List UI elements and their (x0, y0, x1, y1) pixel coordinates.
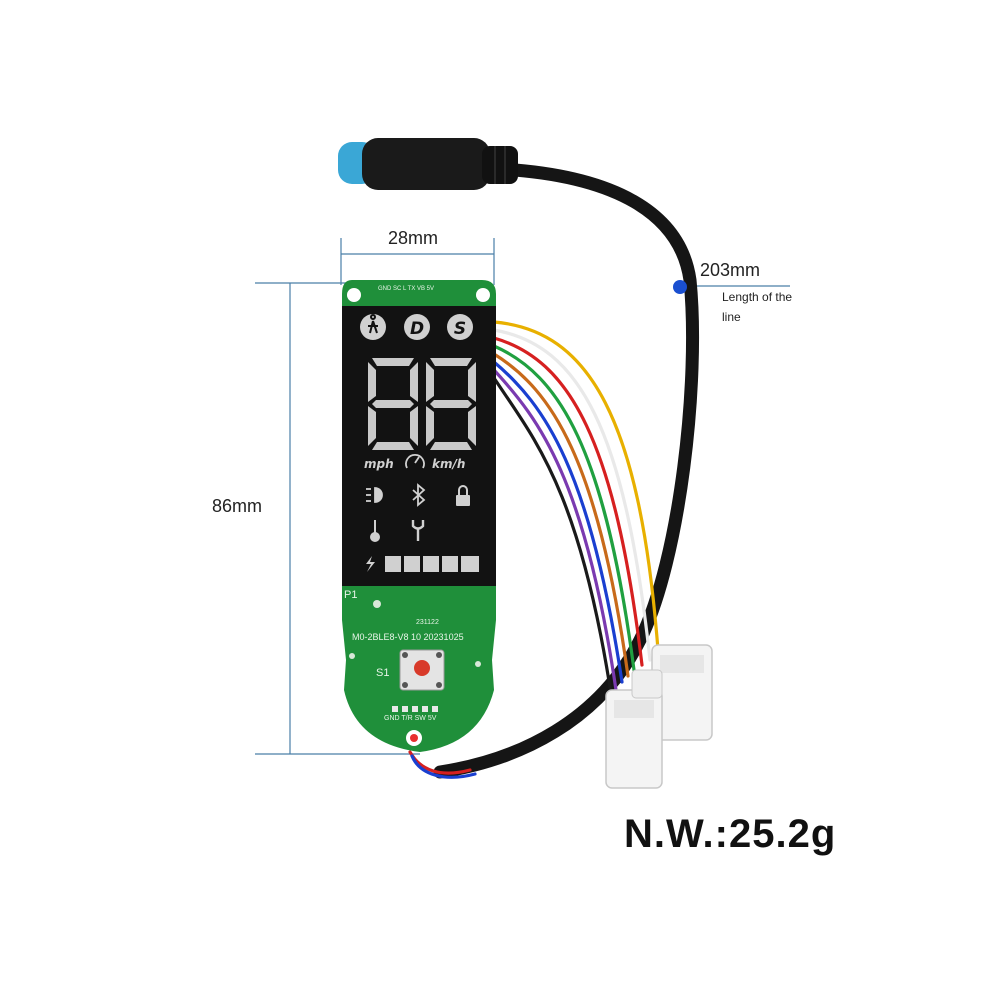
pcb-code-small: 231122 (416, 619, 439, 626)
lock-icon (456, 485, 470, 506)
pcb-model: M0-2BLE8-V8 10 20231025 (352, 632, 464, 642)
width-label: 28mm (388, 228, 439, 248)
lcd-display (342, 306, 496, 586)
solder-pads (392, 706, 438, 712)
cable-length-label: 203mm (700, 260, 761, 280)
pcb-bottom-pins: GND T/R SW 5V (384, 715, 437, 722)
height-label: 86mm (212, 496, 263, 516)
plug-connectors (605, 644, 713, 789)
colored-wires (408, 320, 660, 779)
speed-digits (368, 358, 476, 450)
unit-mph: mph (364, 457, 394, 471)
length-marker (673, 280, 687, 294)
connector (338, 138, 518, 190)
cable-length-caption: Length of the line (722, 290, 793, 324)
pcb-label-p1: P1 (344, 589, 357, 601)
main-cable (433, 163, 700, 779)
wrench-icon (411, 520, 425, 541)
headlight-icon (366, 487, 383, 503)
dimension-lines (255, 238, 790, 755)
svg-text:S: S (454, 319, 466, 339)
pcb-board: D S mph km/h (342, 280, 496, 752)
unit-kmh: km/h (432, 457, 465, 471)
pcb-label-s1: S1 (376, 667, 389, 679)
speedometer-icon (405, 454, 425, 469)
mode-d-icon (404, 314, 430, 340)
svg-text:D: D (410, 319, 424, 339)
thermometer-icon (370, 520, 380, 542)
net-weight-label: N.W.:25.2g (624, 812, 837, 856)
battery-indicator (366, 556, 479, 572)
tactile-switch (399, 649, 445, 691)
bluetooth-icon (412, 483, 426, 507)
pcb-top-pins: GND SC L TX VB 5V (378, 286, 434, 292)
mode-s-icon (447, 314, 473, 340)
